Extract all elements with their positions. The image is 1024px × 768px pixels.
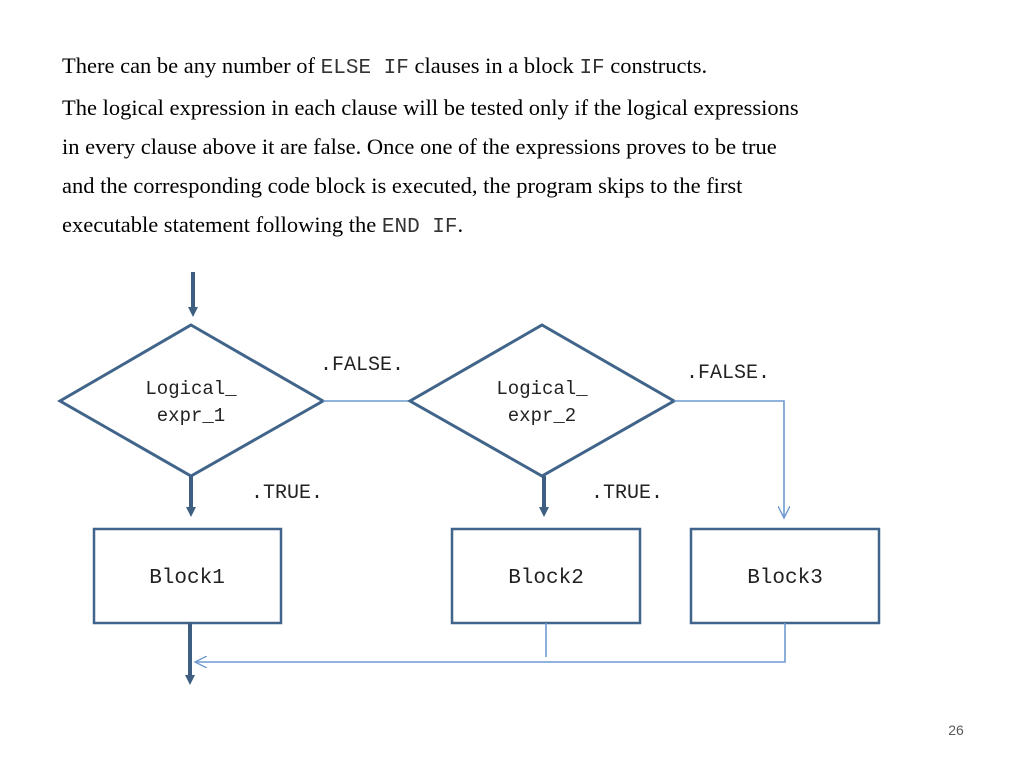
block-3-box	[689, 527, 881, 625]
text-line-5-end: .	[457, 212, 464, 237]
text-line-5-start: executable statement following the	[62, 212, 382, 237]
block-1-box	[92, 527, 283, 625]
text-line-4: and the corresponding code block is exec…	[62, 173, 743, 198]
decision-diamond-1	[56, 323, 327, 478]
code-else-if: ELSE IF	[320, 57, 409, 80]
true-label-1: .TRUE.	[251, 482, 323, 505]
explanation-text: There can be any number of ELSE IF claus…	[62, 46, 982, 247]
decision-2-label-line-1: Logical_	[496, 378, 588, 400]
page-number: 26	[948, 722, 964, 738]
false-connector-2	[674, 400, 784, 518]
decision-2-label-line-2: expr_2	[508, 405, 576, 427]
code-end-if: END IF	[381, 216, 458, 239]
true-label-2: .TRUE.	[591, 482, 663, 505]
merge-return-arrow	[195, 623, 786, 662]
text-line-1-start: There can be any number of	[62, 53, 321, 78]
text-line-1-end: constructs.	[604, 53, 708, 78]
false-label-2: .FALSE.	[686, 362, 770, 385]
text-line-3: in every clause above it are false. Once…	[62, 134, 777, 159]
block-2-label: Block2	[508, 567, 584, 590]
decision-1-label-line-2: expr_1	[157, 405, 225, 427]
code-if: IF	[579, 57, 605, 80]
text-line-1-middle: clauses in a block	[408, 53, 580, 78]
text-line-2: The logical expression in each clause wi…	[62, 95, 799, 120]
text-line-5: executable statement following the END I…	[62, 205, 982, 247]
text-line-1: There can be any number of ELSE IF claus…	[62, 46, 982, 88]
decision-diamond-2	[406, 323, 678, 478]
false-label-1: .FALSE.	[320, 354, 404, 377]
block-3-label: Block3	[747, 567, 823, 590]
decision-1-label-line-1: Logical_	[145, 378, 237, 400]
block-1-label: Block1	[149, 567, 225, 590]
